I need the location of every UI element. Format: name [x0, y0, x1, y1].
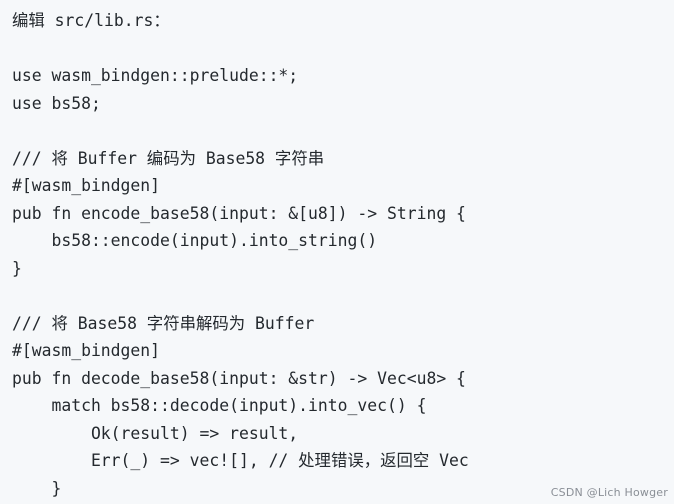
code-line-5	[12, 117, 674, 145]
code-line-1: 编辑 src/lib.rs：	[12, 11, 170, 30]
code-line-6: /// 将 Buffer 编码为 Base58 字符串	[12, 148, 325, 168]
code-line-3: use wasm_bindgen::prelude::*;	[12, 66, 299, 85]
code-line-12: /// 将 Base58 字符串解码为 Buffer	[12, 313, 315, 333]
code-line-14: pub fn decode_base58(input: &str) -> Vec…	[12, 368, 466, 388]
code-line-8: pub fn encode_base58(input: &[u8]) -> St…	[12, 203, 466, 223]
code-line-9: bs58::encode(input).into_string()	[12, 231, 378, 250]
code-line-18: }	[12, 478, 62, 498]
code-line-4: use bs58;	[12, 93, 101, 113]
code-line-10: }	[12, 258, 22, 278]
code-line-16: Ok(result) => result,	[12, 423, 299, 443]
code-line-7: #[wasm_bindgen]	[12, 176, 161, 195]
code-line-17: Err(_) => vec![], // 处理错误，返回空 Vec	[12, 451, 469, 470]
code-line-2	[12, 35, 674, 63]
code-line-11	[12, 282, 674, 310]
code-line-15: match bs58::decode(input).into_vec() {	[12, 396, 427, 415]
code-line-13: #[wasm_bindgen]	[12, 341, 161, 360]
watermark: CSDN @Lich Howger	[550, 486, 668, 499]
